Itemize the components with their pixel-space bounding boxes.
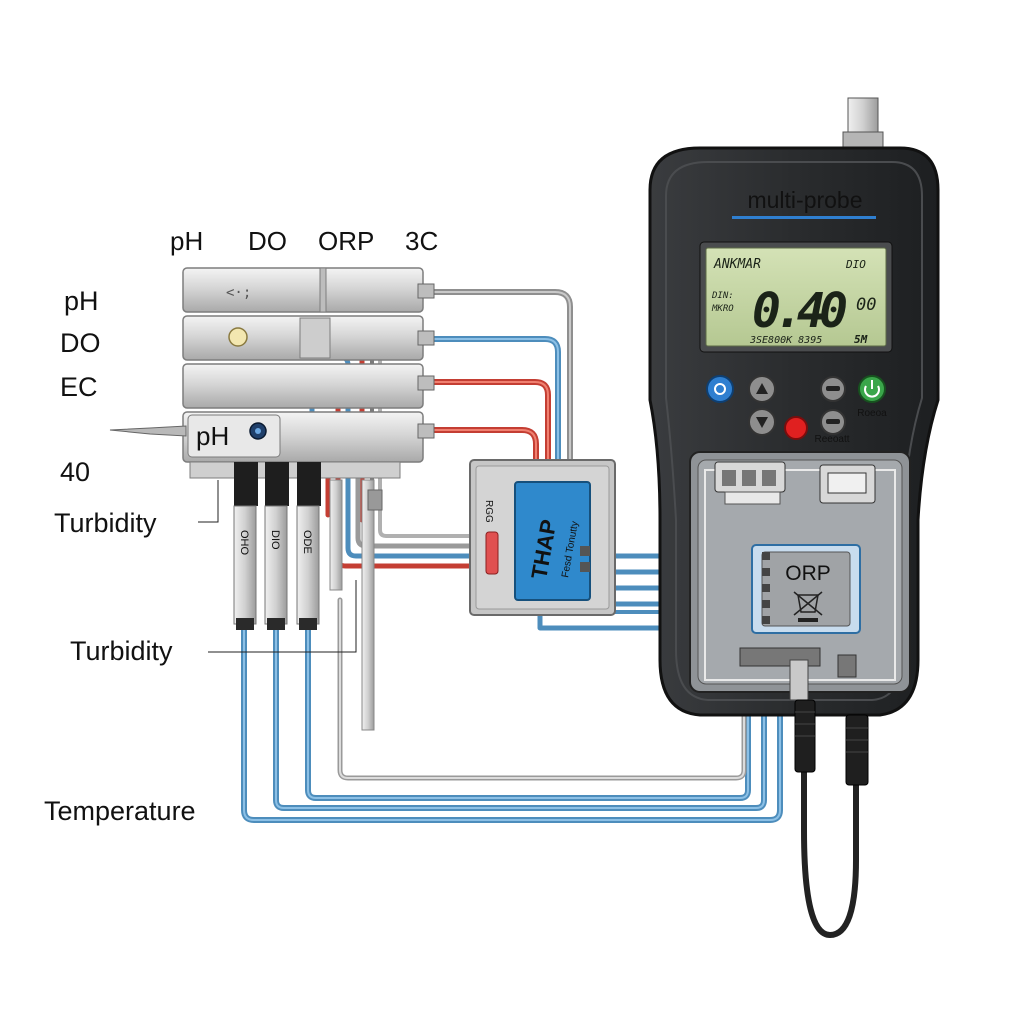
label-top-do: DO <box>248 226 287 256</box>
meter-brand: multi-probe <box>747 187 862 213</box>
lcd-side-b: MKRO <box>711 304 734 314</box>
power-icon <box>864 385 880 398</box>
orp-module-label: ORP <box>785 562 831 585</box>
meter-cable-black <box>801 737 859 938</box>
cable-red-ec <box>429 379 551 473</box>
label-left-do: DO <box>60 328 101 358</box>
cable-blue-do <box>429 336 561 473</box>
probe-body-3 <box>182 363 424 409</box>
label-temperature: Temperature <box>44 796 196 826</box>
svg-text:<·;: <·; <box>226 285 251 301</box>
probe-tube-1-label: OHO <box>238 530 250 556</box>
label-top-ph: pH <box>170 226 203 256</box>
probe-body-1 <box>182 267 424 313</box>
probe-tube-2-label: DIO <box>269 530 281 550</box>
probe-tube-2 <box>264 505 288 625</box>
probe-tube-3-label: ODE <box>301 530 313 554</box>
meter-cable-boot-right <box>845 714 869 786</box>
keypad-bottom-label: Reeoatt <box>814 434 849 445</box>
lcd-side-a: DIN: <box>711 291 734 301</box>
leader-lines <box>198 480 357 653</box>
junction-box: RGG THAP Fesd Tonutty <box>469 459 616 616</box>
label-left-ec: EC <box>60 372 98 402</box>
lcd-footer-right: 5M <box>854 333 868 346</box>
junction-module <box>514 481 591 601</box>
probe-needle <box>109 425 187 437</box>
arrow-up-icon <box>756 383 768 394</box>
junction-side-label: RGG <box>483 500 494 523</box>
labels: pH DO ORP 3C pH DO EC pH 40 Turbidity Tu… <box>44 226 438 826</box>
label-top-3c: 3C <box>405 226 438 256</box>
label-top-orp: ORP <box>318 226 374 256</box>
lcd-header-right: DIO <box>845 258 866 271</box>
probe-indicator-light <box>228 327 248 347</box>
meter-cutaway: ORP <box>689 451 911 701</box>
help-button[interactable] <box>706 375 734 403</box>
label-sensor-ph: pH <box>196 421 229 451</box>
recycle-warning-icon <box>793 591 823 622</box>
lcd-header: ANKMAR <box>713 257 761 272</box>
enter-icon <box>826 419 840 424</box>
label-left-40: 40 <box>60 457 90 487</box>
label-left-turbidity: Turbidity <box>54 508 157 538</box>
probe-assembly: <·; OHO DIO OD <box>109 267 435 731</box>
power-button-label: Roeoa <box>857 408 887 419</box>
meter-lcd <box>705 247 887 347</box>
menu-icon <box>826 386 840 391</box>
probe-tube-3 <box>296 505 320 625</box>
lcd-main-value: 0.40 <box>752 283 848 339</box>
help-icon <box>714 383 726 395</box>
lcd-sub-value: 00 <box>856 295 876 315</box>
probe-tube-1 <box>233 505 257 625</box>
arrow-down-icon <box>756 417 768 428</box>
meter-keypad: Roeoa Reeoatt <box>706 375 887 445</box>
probe-tubes: OHO DIO ODE <box>233 462 383 731</box>
handheld-meter: multi-probe ANKMAR DIO DIN: MKRO 0.40 00… <box>648 97 940 786</box>
lcd-footer: 3SE800K 8395 <box>749 335 822 346</box>
label-left-ph: pH <box>64 286 99 316</box>
label-turbidity: Turbidity <box>70 636 173 666</box>
stop-button[interactable] <box>784 416 808 440</box>
